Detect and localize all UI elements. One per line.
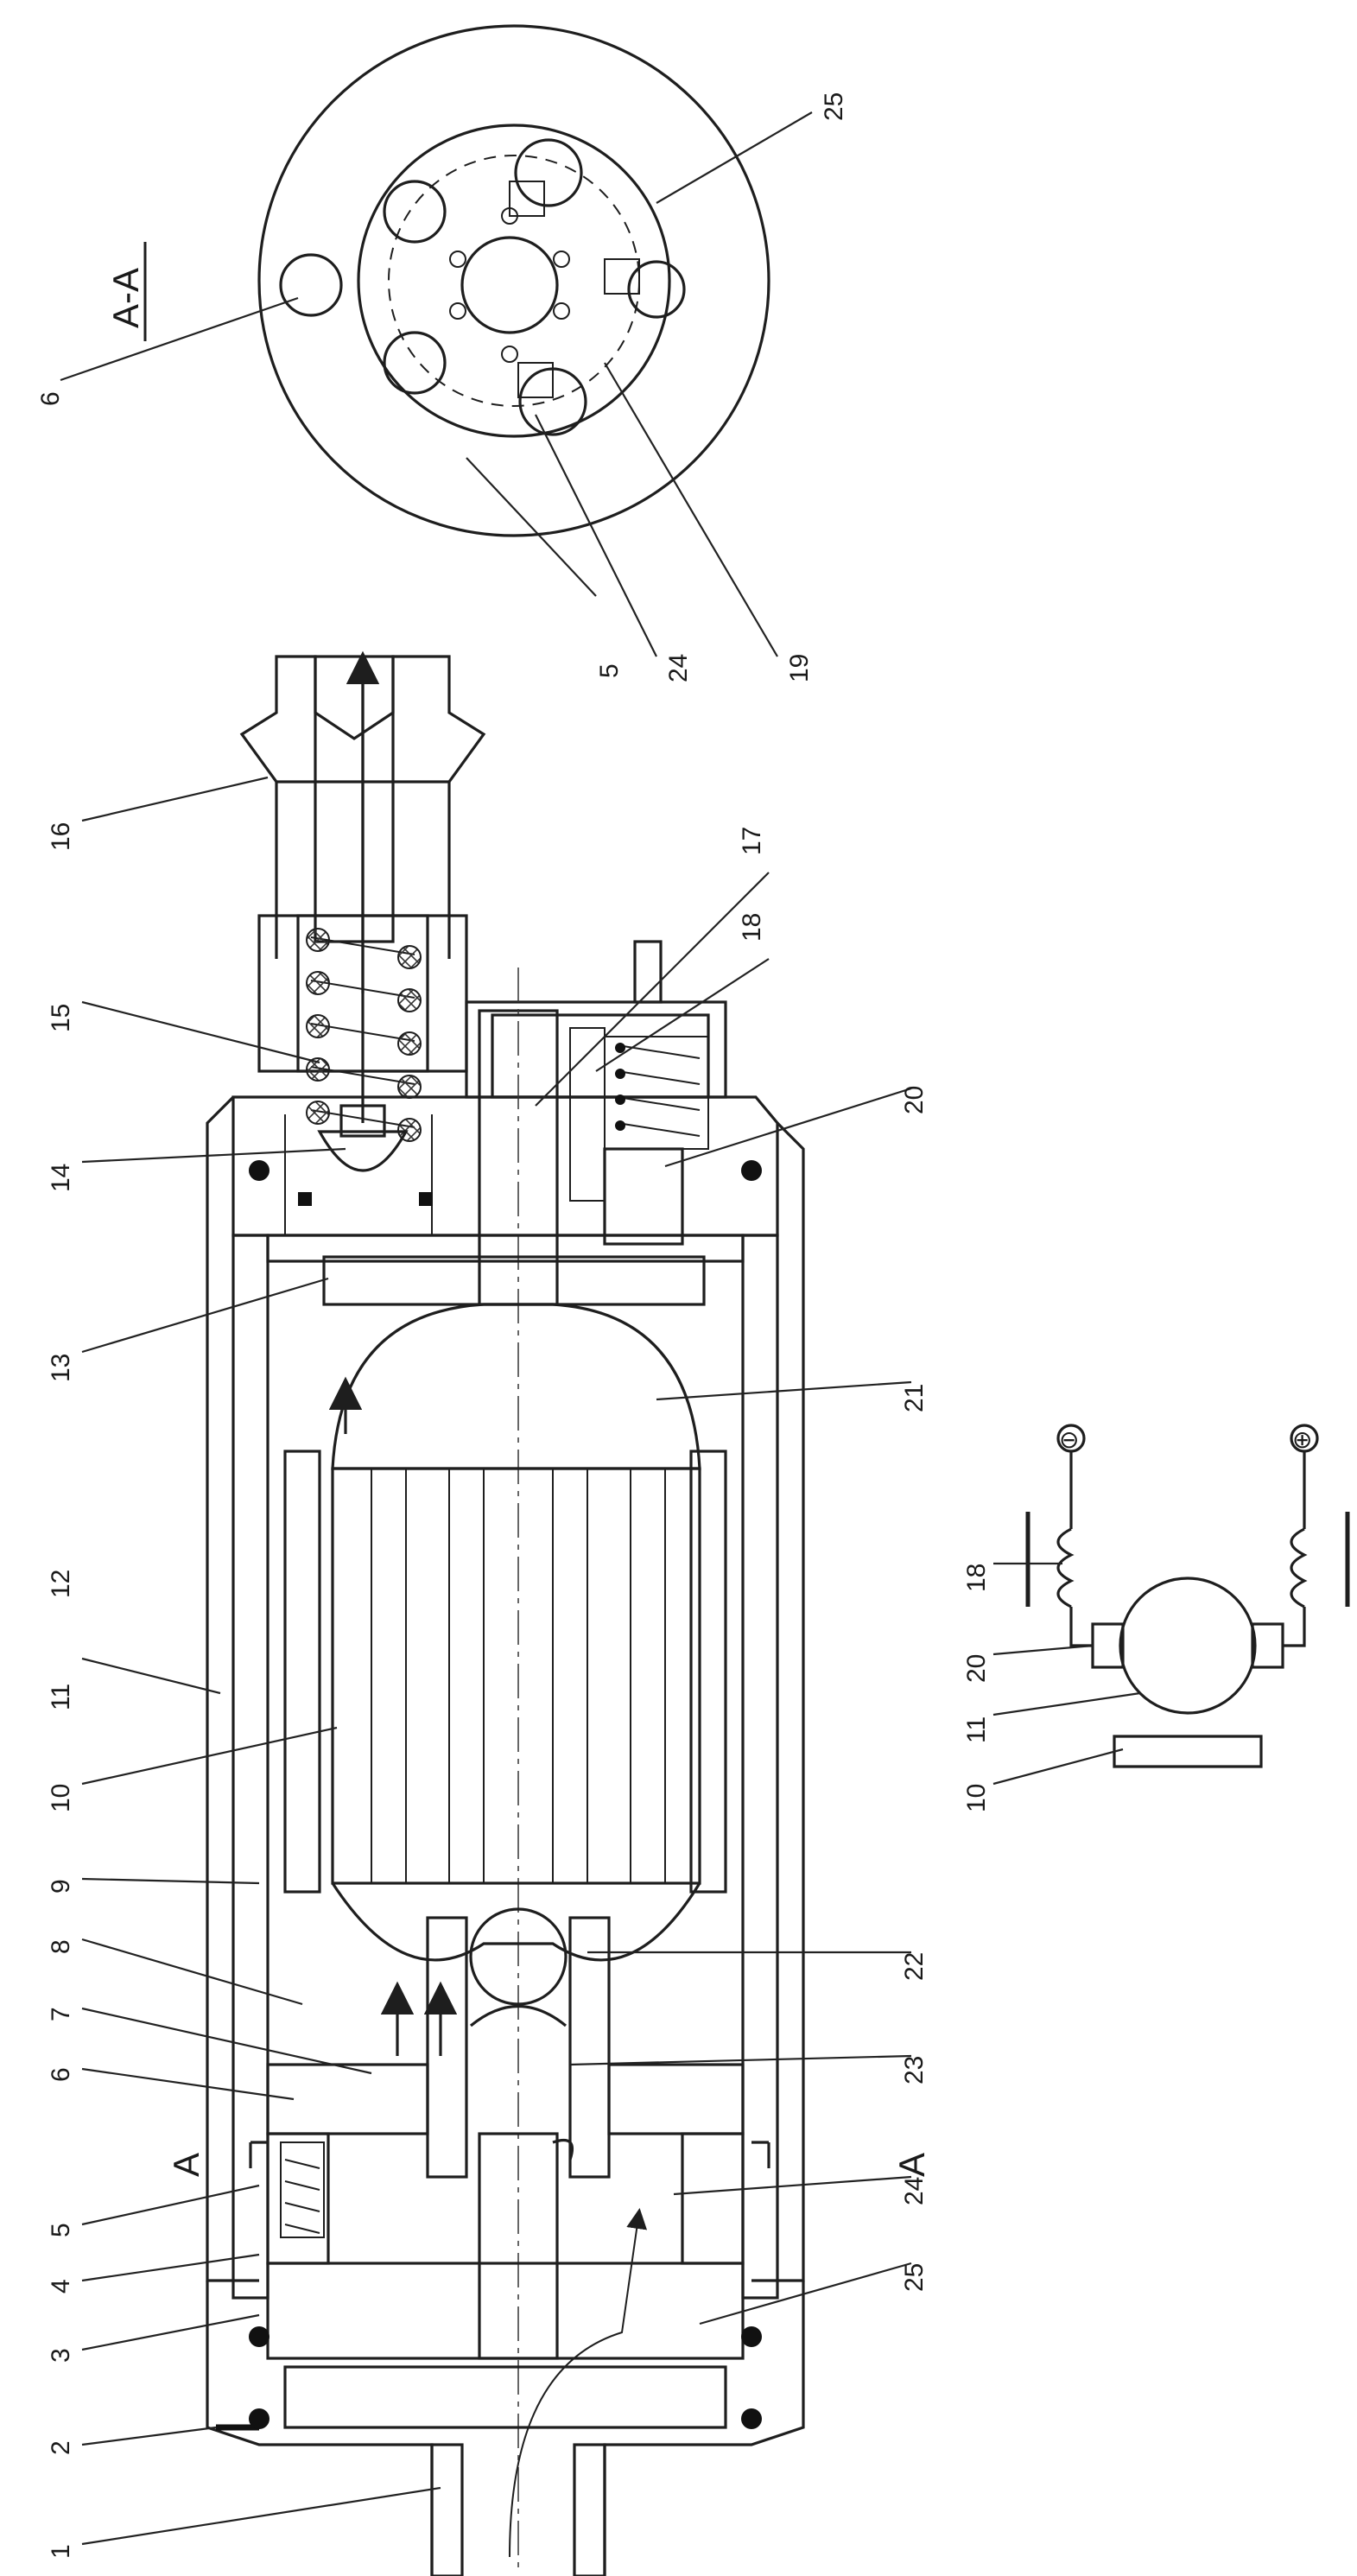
brush-assembly xyxy=(569,1027,709,1246)
magnet-symbol xyxy=(1113,1735,1263,1768)
label-17: 17 xyxy=(738,827,766,855)
label-13: 13 xyxy=(47,1354,75,1382)
label-circuit-10: 10 xyxy=(962,1784,991,1812)
section-marks: A A xyxy=(166,2141,932,2177)
section-inner-circle xyxy=(357,124,671,438)
housing xyxy=(206,1095,805,2300)
label-20: 20 xyxy=(900,1086,929,1114)
negative-terminal: ⊖ xyxy=(1059,1425,1079,1454)
label-1: 1 xyxy=(47,2544,75,2559)
label-22: 22 xyxy=(900,1952,929,1981)
pump-assembly: A A xyxy=(166,650,932,2576)
motor-symbol xyxy=(1119,1577,1257,1715)
label-7: 7 xyxy=(47,2007,75,2021)
label-24: 24 xyxy=(900,2177,929,2205)
label-5: 5 xyxy=(47,2223,75,2237)
pump-body xyxy=(266,2063,745,2429)
label-8: 8 xyxy=(47,1939,75,1954)
label-21: 21 xyxy=(900,1384,929,1412)
motor-circuit: ⊖ ⊕ xyxy=(1025,1424,1350,1768)
label-4: 4 xyxy=(47,2279,75,2294)
label-25: 25 xyxy=(900,2263,929,2292)
leader-lines xyxy=(60,111,1141,2546)
label-11: 11 xyxy=(47,1684,75,1710)
label-section-19: 19 xyxy=(785,654,814,682)
label-6: 6 xyxy=(47,2067,75,2082)
commutator-plate xyxy=(322,1255,706,1306)
armature xyxy=(331,1303,701,1962)
label-23: 23 xyxy=(900,2056,929,2084)
label-section-5: 5 xyxy=(595,663,624,678)
label-3: 3 xyxy=(47,2348,75,2363)
label-18: 18 xyxy=(738,913,766,942)
label-section-6: 6 xyxy=(36,391,65,406)
coupling xyxy=(426,1907,611,2179)
label-9: 9 xyxy=(47,1879,75,1894)
label-12: 12 xyxy=(47,1570,75,1598)
label-section-25: 25 xyxy=(820,92,848,121)
top-end-cap xyxy=(231,940,779,1237)
relief-valve-hole xyxy=(279,253,343,317)
label-circuit-18: 18 xyxy=(962,1564,991,1592)
label-section-24: 24 xyxy=(664,654,693,682)
magnet-left xyxy=(283,1450,321,1894)
magnet-right xyxy=(689,1450,727,1894)
shaft xyxy=(478,968,559,2574)
label-circuit-11: 11 xyxy=(962,1716,991,1743)
section-mark-right: A xyxy=(891,2153,932,2177)
section-title: A-A xyxy=(105,268,146,328)
label-circuit-20: 20 xyxy=(962,1654,991,1683)
label-14: 14 xyxy=(47,1164,75,1192)
label-15: 15 xyxy=(47,1004,75,1032)
label-2: 2 xyxy=(47,2440,75,2455)
positive-terminal: ⊕ xyxy=(1292,1425,1312,1454)
section-outer-circle xyxy=(257,24,770,537)
section-mark-left: A xyxy=(166,2153,206,2177)
part-labels: 6 5 24 19 25 1 2 3 4 5 6 7 8 9 10 11 12 … xyxy=(36,92,991,2559)
section-a-a-view: A-A xyxy=(105,24,770,537)
label-16: 16 xyxy=(47,822,75,851)
label-10: 10 xyxy=(47,1784,75,1812)
flow-arrows xyxy=(328,650,648,2558)
